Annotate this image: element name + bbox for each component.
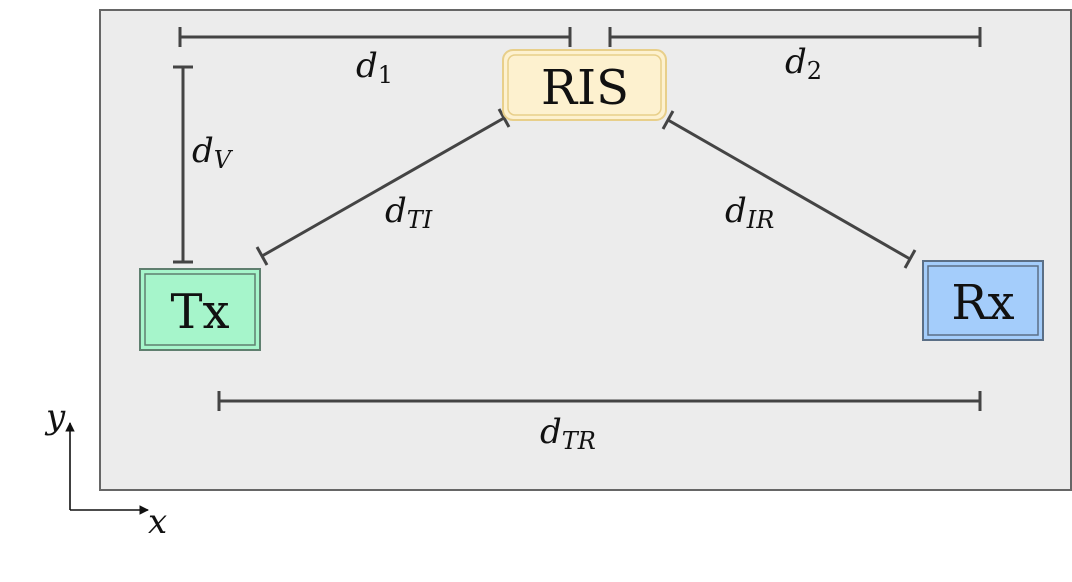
dir-dimension: dIR bbox=[661, 110, 917, 269]
dtr-dimension: dTR bbox=[217, 391, 982, 455]
dv-dimension: dV bbox=[173, 65, 234, 264]
rx-label: Rx bbox=[951, 275, 1014, 331]
d2-label: d2 bbox=[785, 42, 822, 85]
ris-label: RIS bbox=[541, 60, 629, 116]
dti-label: dTI bbox=[385, 191, 433, 234]
dv-label: dV bbox=[192, 131, 234, 174]
ris-node: RIS bbox=[502, 49, 667, 121]
dti-dimension: dTI bbox=[255, 108, 511, 266]
dir-label: dIR bbox=[725, 191, 774, 234]
d1-dimension: d1 bbox=[178, 27, 572, 89]
coordinate-axes: y x bbox=[44, 397, 167, 542]
dtr-label: dTR bbox=[540, 412, 596, 455]
rx-node: Rx bbox=[922, 260, 1044, 341]
tx-label: Tx bbox=[170, 284, 229, 340]
d2-dimension: d2 bbox=[608, 27, 982, 85]
tx-node: Tx bbox=[139, 268, 261, 351]
y-axis-label: y bbox=[44, 397, 66, 437]
x-axis-label: x bbox=[148, 502, 167, 542]
d1-label: d1 bbox=[356, 46, 393, 89]
